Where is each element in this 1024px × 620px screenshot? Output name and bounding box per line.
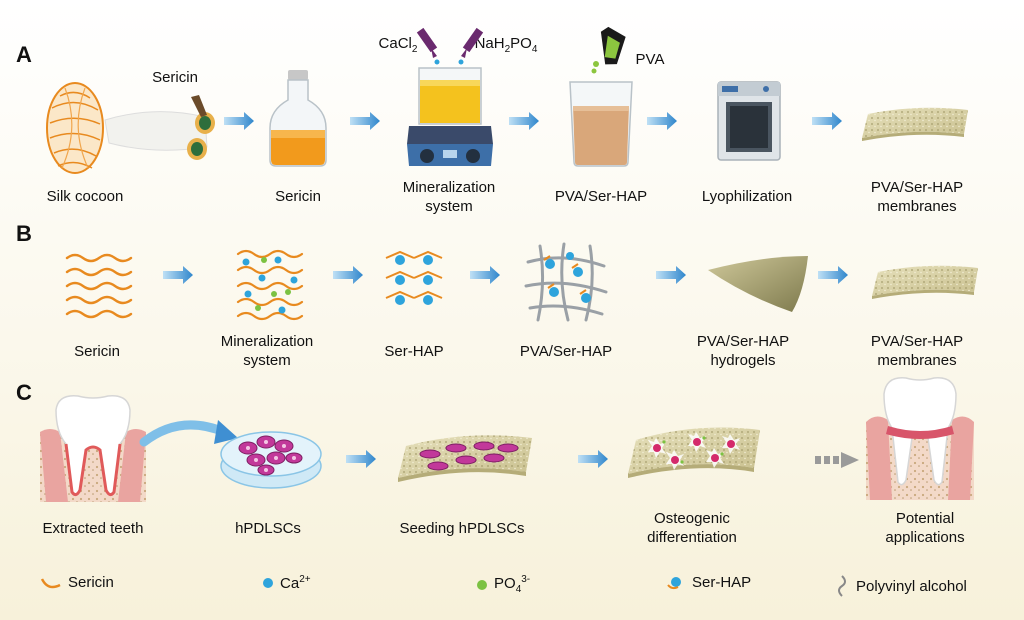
- legend-phosphate: PO43-: [476, 574, 530, 595]
- seeded-membrane-illustration: [398, 435, 532, 482]
- legend-ser-hap: Ser-HAP: [666, 574, 751, 591]
- label-pva-ser-hap-b: PVA/Ser-HAP: [519, 343, 613, 360]
- lyophilizer-illustration: [717, 81, 781, 161]
- legend-sericin-label: Sericin: [68, 574, 114, 591]
- sericin-pointer-label: Sericin: [152, 69, 198, 86]
- ser-hap-legend-icon: [667, 576, 681, 589]
- pva-legend-icon: [838, 575, 846, 597]
- arrow-c1: [346, 450, 376, 468]
- healthy-tooth-illustration: [866, 377, 974, 500]
- mineralization-chains-illustration: [236, 249, 304, 321]
- legend-phosphate-label: PO43-: [494, 574, 531, 595]
- sericin-bottle-illustration: [269, 70, 327, 167]
- label-sericin-a: Sericin: [275, 188, 321, 205]
- arrow-b3: [470, 266, 500, 284]
- arrow-a2: [350, 112, 380, 130]
- label-ser-hap: Ser-HAP: [384, 343, 444, 360]
- panel-label-b: B: [16, 221, 32, 246]
- legend-pva-label: Polyvinyl alcohol: [856, 577, 967, 595]
- osteogenic-membrane-illustration: [628, 427, 760, 478]
- arrow-b5: [818, 266, 848, 284]
- arrow-a1: [224, 112, 254, 130]
- arrow-b2: [333, 266, 363, 284]
- legend-ser-hap-label: Ser-HAP: [692, 574, 752, 591]
- membrane-illustration-a: [862, 107, 968, 141]
- pva-ser-hap-beaker-illustration: [569, 81, 633, 167]
- legend-sericin: Sericin: [40, 574, 114, 591]
- ser-hap-particles-illustration: [385, 250, 443, 305]
- sericin-strands-illustration: [104, 95, 215, 160]
- panel-label-a: A: [16, 42, 32, 67]
- arrow-c2: [578, 450, 608, 468]
- label-pva-ser-hap-a: PVA/Ser-HAP: [554, 188, 648, 205]
- legend-calcium: Ca2+: [262, 574, 311, 592]
- panel-label-c: C: [16, 380, 32, 405]
- pva-network-illustration: [524, 242, 608, 322]
- curved-transfer-arrow: [139, 420, 238, 447]
- arrow-a3: [509, 112, 539, 130]
- arrow-a5: [812, 112, 842, 130]
- sericin-legend-icon: [40, 577, 61, 588]
- mineralization-system-illustration: [407, 27, 493, 166]
- legend-pva: Polyvinyl alcohol: [836, 574, 967, 598]
- arrow-b1: [163, 266, 193, 284]
- label-nah2po4: NaH2PO4: [474, 35, 538, 55]
- membrane-illustration-b: [872, 265, 978, 299]
- phosphate-legend-icon: [477, 579, 487, 590]
- label-cacl2: CaCl2: [378, 35, 418, 55]
- pva-bottle-illustration: [591, 26, 626, 74]
- label-seeding: Seeding hPDLSCs: [399, 520, 525, 537]
- label-sericin-b: Sericin: [74, 343, 120, 360]
- petri-dish-illustration: [220, 431, 322, 489]
- calcium-legend-icon: [263, 578, 273, 588]
- extracted-tooth-illustration: [40, 395, 146, 502]
- hydrogel-illustration: [708, 256, 808, 312]
- label-lyophilization: Lyophilization: [701, 188, 793, 205]
- sericin-chains-illustration: [65, 253, 133, 319]
- legend-calcium-label: Ca2+: [280, 574, 311, 592]
- pva-pointer-label: PVA: [635, 51, 665, 68]
- arrow-b4: [656, 266, 686, 284]
- label-extracted-teeth: Extracted teeth: [42, 520, 144, 537]
- label-hpdlscs: hPDLSCs: [235, 520, 301, 537]
- silk-cocoon-illustration: [46, 82, 104, 174]
- label-silk-cocoon: Silk cocoon: [46, 188, 124, 205]
- dashed-arrow: [815, 452, 859, 468]
- arrow-a4: [647, 112, 677, 130]
